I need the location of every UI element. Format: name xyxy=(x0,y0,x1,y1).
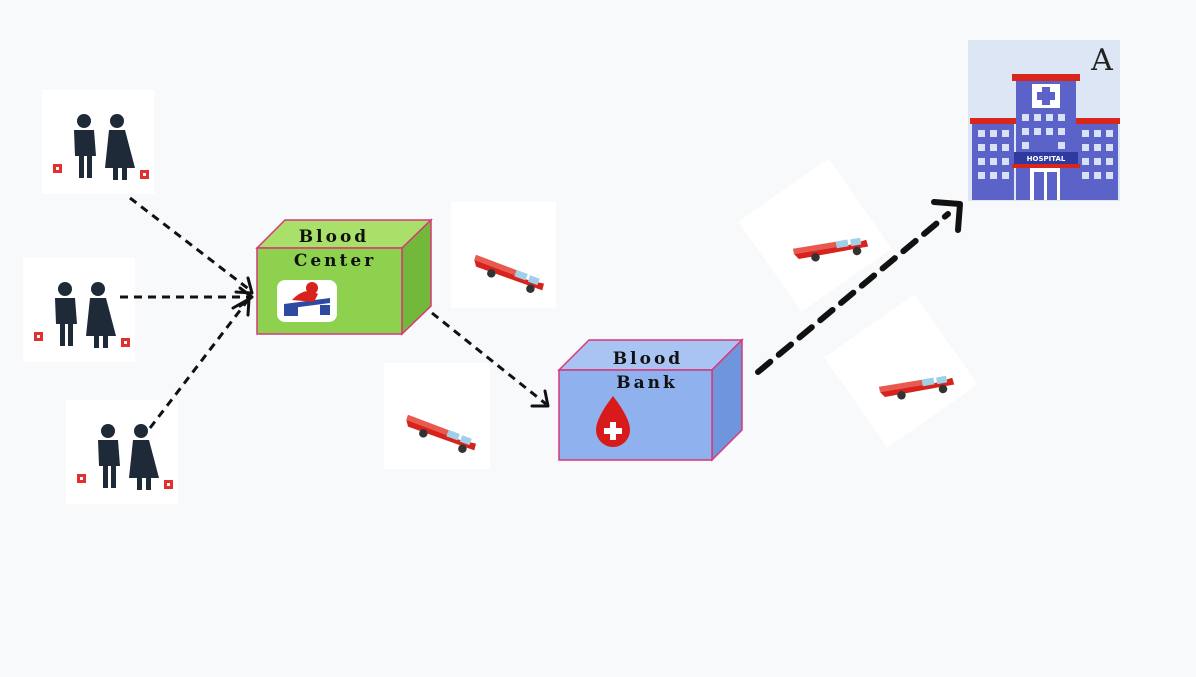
hospital-corner-letter: A xyxy=(1090,43,1113,78)
arrow-donor-2-to-center xyxy=(120,286,254,308)
blood-center-box: Blood Center xyxy=(255,218,433,336)
arrow-donor-3-to-center xyxy=(148,297,251,429)
arrow-bank-to-hospital xyxy=(755,199,963,375)
ambulance-icon-2 xyxy=(384,363,490,469)
arrow-donor-1-to-center xyxy=(129,196,254,295)
donor-couple-icon-1 xyxy=(42,90,154,194)
blood-bank-box: Blood Bank xyxy=(557,338,744,462)
arrow-center-to-bank xyxy=(431,311,550,408)
blood-bank-label-line2: Bank xyxy=(616,373,678,393)
donor-couple-icon-2 xyxy=(23,258,135,362)
blood-bank-label-line1: Blood xyxy=(613,349,683,369)
ambulance-icon-3 xyxy=(738,158,892,312)
ambulance-icon-1 xyxy=(451,202,556,308)
ambulance-icon-4 xyxy=(824,294,978,448)
blood-donation-icon xyxy=(277,280,337,322)
blood-drop-icon xyxy=(596,396,630,447)
blood-center-label-line2: Center xyxy=(294,251,376,271)
hospital-icon: HOSPITAL A xyxy=(968,40,1120,201)
hospital-sign: HOSPITAL xyxy=(1027,155,1066,163)
blood-center-label-line1: Blood xyxy=(299,227,369,247)
